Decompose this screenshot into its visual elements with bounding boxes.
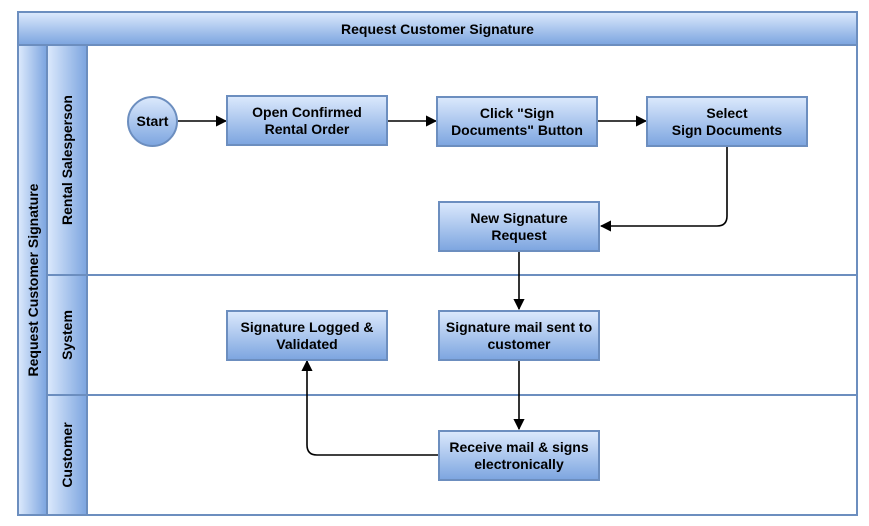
task-label: Select Sign Documents: [671, 104, 783, 138]
pool-title-bar: Request Customer Signature: [17, 11, 858, 46]
lane-header-rental-salesperson: Rental Salesperson: [46, 44, 88, 276]
task-label: Signature Logged & Validated: [240, 318, 374, 352]
start-event: Start: [127, 96, 178, 147]
edge-receive-to-logged: [301, 359, 439, 456]
task-click-sign-documents: Click "Sign Documents" Button: [436, 96, 598, 147]
edge-select-to-new-request: [599, 146, 728, 232]
task-receive-mail-signs: Receive mail & signs electronically: [438, 430, 600, 481]
task-label: Receive mail & signs electronically: [449, 438, 589, 472]
task-open-confirmed-rental-order: Open Confirmed Rental Order: [226, 95, 388, 146]
pool-side-header: Request Customer Signature: [17, 44, 48, 516]
task-label: Signature mail sent to customer: [445, 318, 593, 352]
task-label: Open Confirmed Rental Order: [252, 103, 362, 137]
pool-title: Request Customer Signature: [341, 20, 534, 37]
task-signature-mail-sent: Signature mail sent to customer: [438, 310, 600, 361]
task-select-sign-documents: Select Sign Documents: [646, 96, 808, 147]
task-new-signature-request: New Signature Request: [438, 201, 600, 252]
task-signature-logged-validated: Signature Logged & Validated: [226, 310, 388, 361]
lane-header-system: System: [46, 274, 88, 396]
task-label: New Signature Request: [470, 209, 568, 243]
start-label: Start: [136, 113, 169, 129]
task-label: Click "Sign Documents" Button: [451, 104, 583, 138]
lane-header-customer: Customer: [46, 394, 88, 516]
